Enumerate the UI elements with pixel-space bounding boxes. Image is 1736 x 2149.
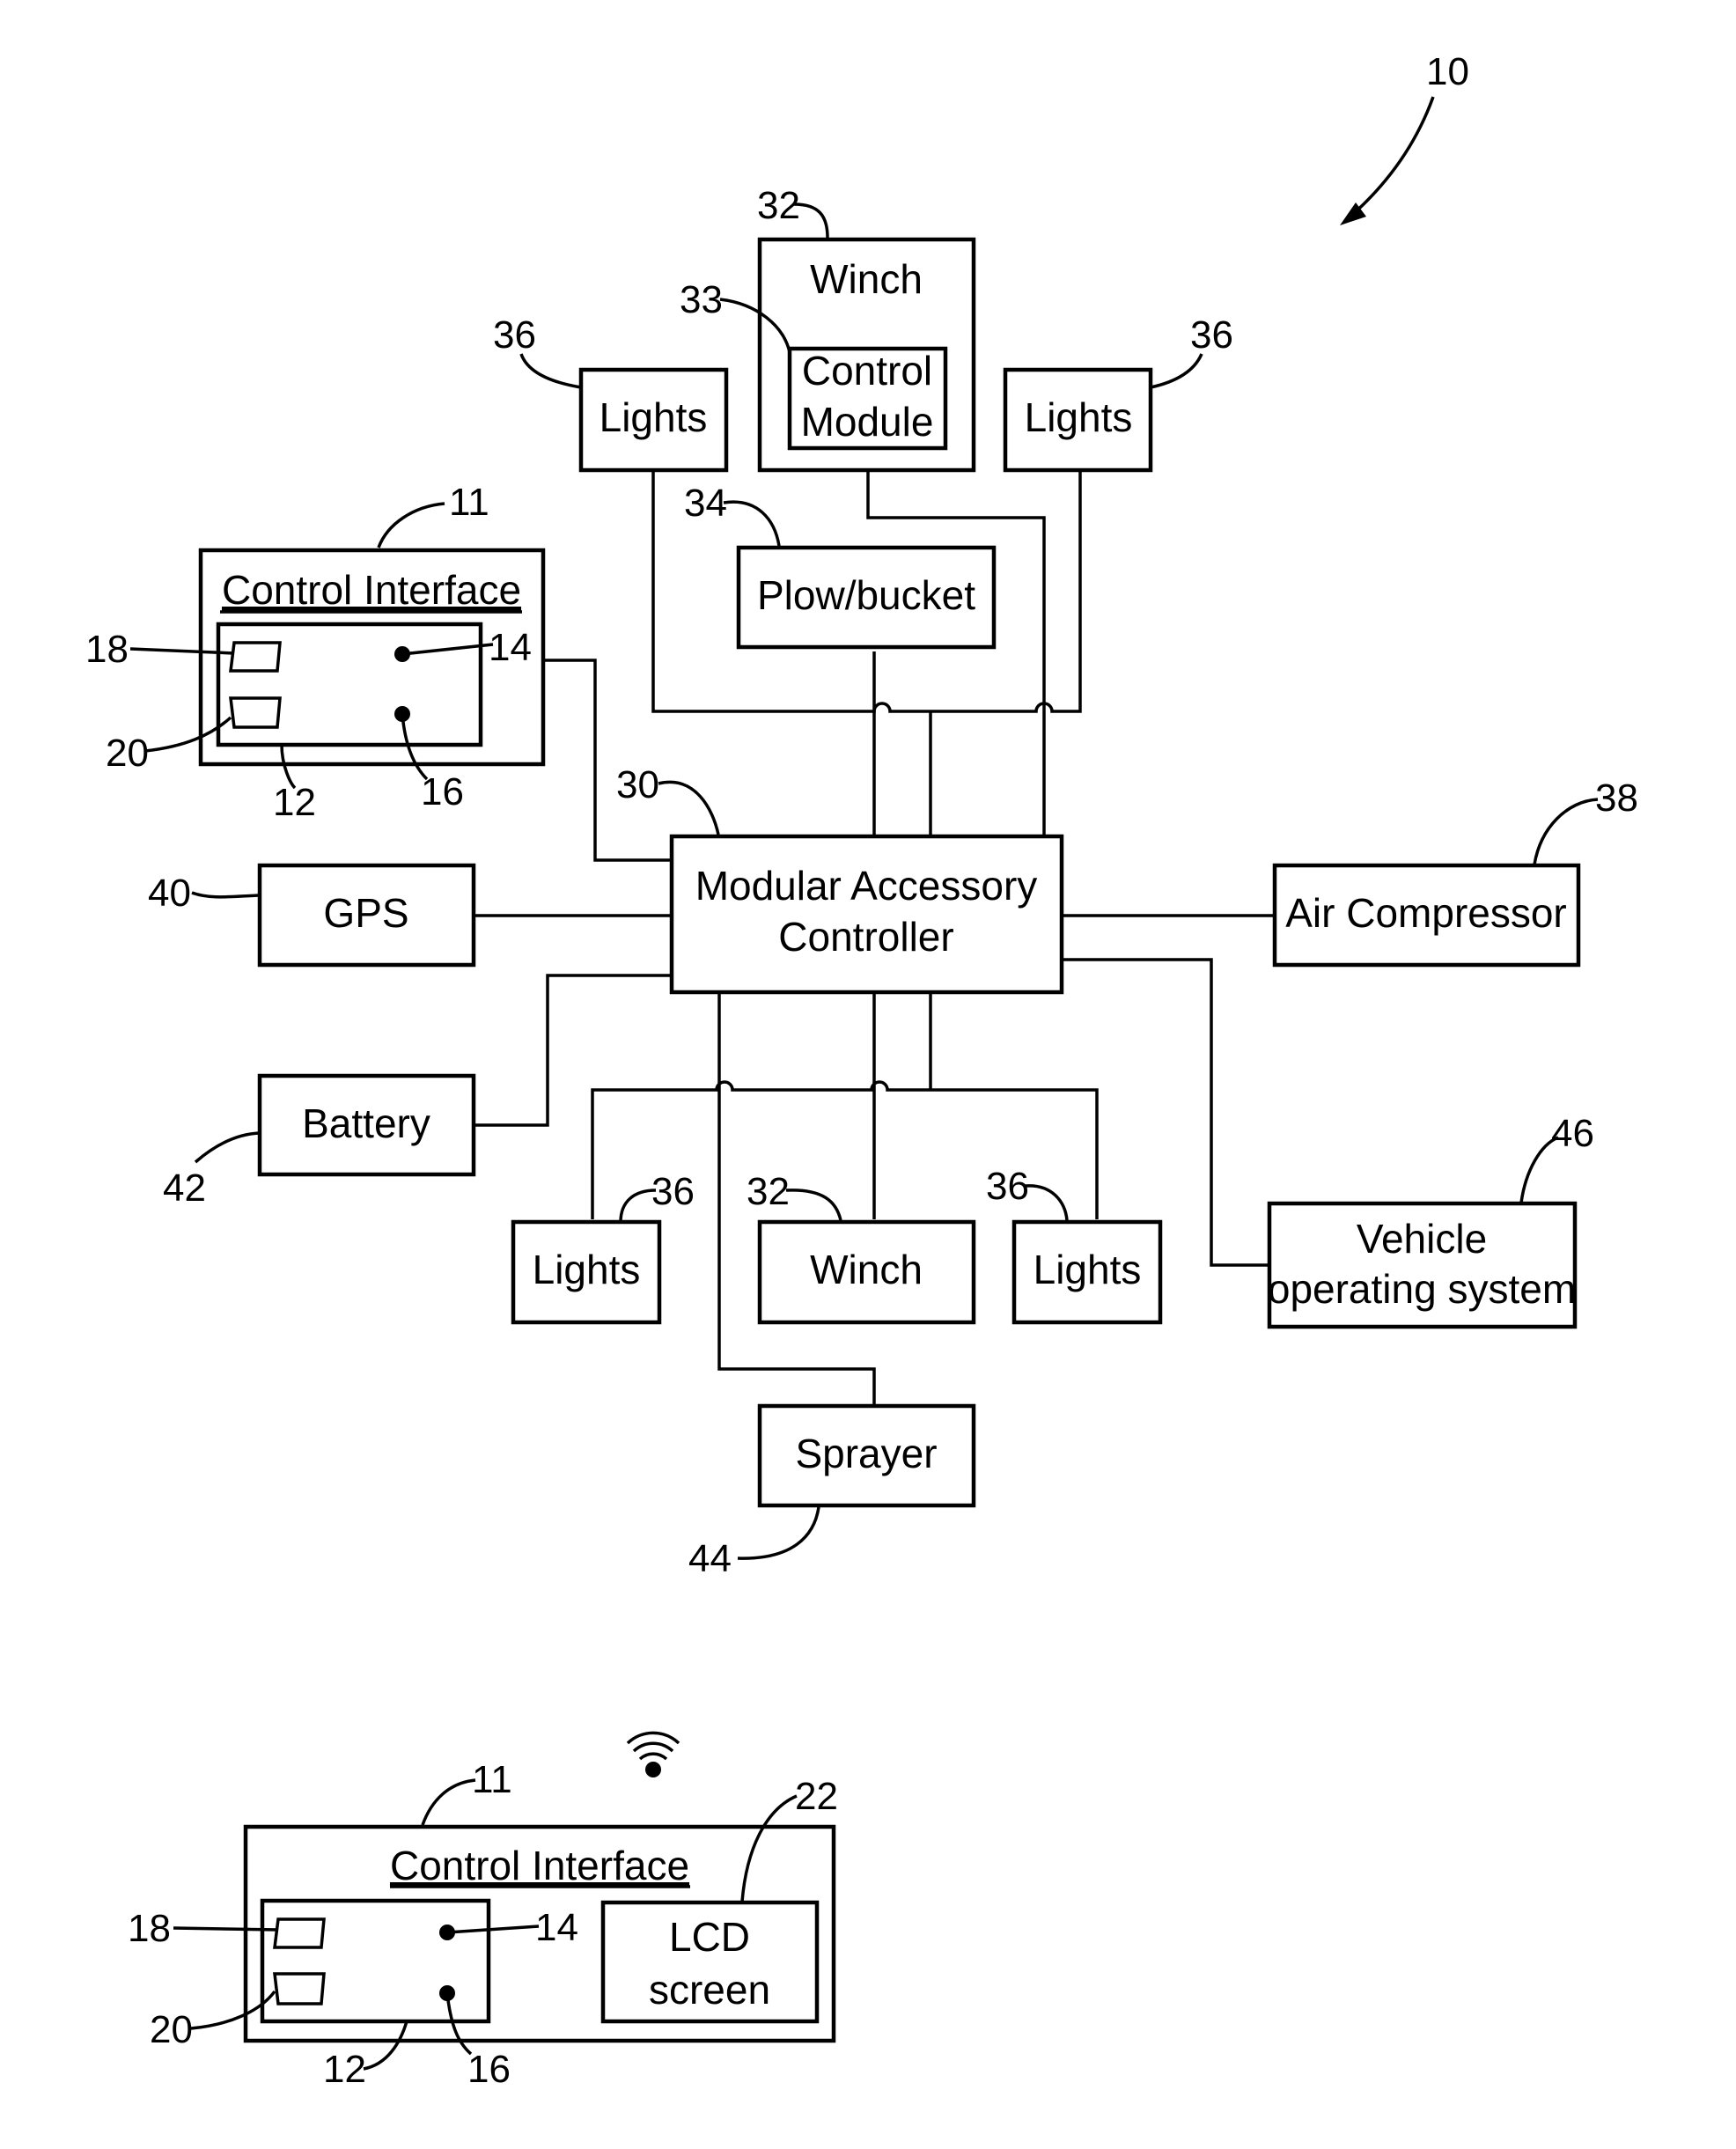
vehicle-operating-system-block: Vehicle operating system 46: [1268, 1112, 1594, 1327]
air-compressor-label: Air Compressor: [1285, 890, 1567, 936]
control-module-label-1: Control: [802, 348, 932, 394]
ref-11-top: 11: [449, 481, 489, 524]
vehicle-os-label-2: operating system: [1268, 1266, 1576, 1312]
ref-40: 40: [148, 872, 191, 915]
control-interface-top-label: Control Interface: [222, 567, 521, 613]
ref-14-top: 14: [489, 626, 532, 669]
ref-22: 22: [795, 1775, 838, 1818]
lights-bottom-left-label: Lights: [533, 1247, 641, 1292]
lights-top-left-block: Lights 36: [493, 313, 726, 470]
plow-bucket-label: Plow/bucket: [757, 572, 975, 618]
ref-14-bottom: 14: [535, 1906, 578, 1949]
control-interface-top-block: Control Interface 11 18 20 14 16 12: [85, 481, 543, 824]
ref-44: 44: [688, 1537, 732, 1580]
ref-32-bottom: 32: [747, 1170, 790, 1213]
button-20-bottom: [275, 1974, 324, 2004]
ref-10: 10: [1426, 50, 1469, 93]
arrow-icon: [1351, 97, 1433, 216]
controller-label-2: Controller: [778, 914, 953, 960]
ref-36-top-right: 36: [1190, 313, 1233, 357]
sprayer-label: Sprayer: [795, 1431, 937, 1476]
gps-block: GPS 40: [148, 865, 474, 965]
lights-top-left-label: Lights: [600, 394, 708, 440]
ref-16-top: 16: [421, 770, 464, 813]
lights-top-right-block: Lights 36: [1005, 313, 1233, 470]
control-module-label-2: Module: [801, 399, 934, 445]
sprayer-block: Sprayer 44: [688, 1406, 974, 1580]
button-20-top: [231, 698, 280, 727]
ref-36-bottom-right: 36: [986, 1165, 1029, 1208]
ref-46: 46: [1551, 1112, 1594, 1155]
ref-36-top-left: 36: [493, 313, 536, 357]
control-interface-bottom-block: Control Interface LCD screen 11 22 18 20…: [128, 1758, 838, 2091]
modular-accessory-controller-block: Modular Accessory Controller 30: [616, 763, 1062, 992]
lights-top-right-label: Lights: [1025, 394, 1133, 440]
ref-33: 33: [680, 278, 723, 321]
battery-label: Battery: [302, 1100, 430, 1146]
lights-bottom-right-label: Lights: [1034, 1247, 1142, 1292]
figure-reference: 10: [1340, 50, 1469, 225]
winch-bottom-label: Winch: [810, 1247, 923, 1292]
ref-30: 30: [616, 763, 659, 806]
controller-label-1: Modular Accessory: [695, 863, 1038, 909]
battery-block: Battery 42: [163, 1076, 474, 1210]
lcd-label-2: screen: [649, 1967, 770, 2013]
plow-bucket-block: Plow/bucket 34: [684, 482, 994, 647]
winch-bottom-block: Winch 32: [747, 1170, 974, 1322]
ref-42: 42: [163, 1166, 206, 1210]
winch-top-label: Winch: [810, 256, 923, 302]
ref-16-bottom: 16: [467, 2048, 511, 2091]
control-interface-bottom-label: Control Interface: [390, 1843, 689, 1888]
ref-32-top: 32: [757, 184, 800, 227]
ref-38: 38: [1595, 776, 1638, 820]
button-18-bottom: [275, 1919, 324, 1947]
ref-18-top: 18: [85, 628, 129, 671]
vehicle-os-label-1: Vehicle: [1357, 1216, 1487, 1262]
lights-bottom-left-block: Lights 36: [513, 1170, 695, 1322]
ref-12-bottom: 12: [323, 2048, 366, 2091]
ref-11-bottom: 11: [472, 1758, 512, 1801]
ref-20-bottom: 20: [150, 2008, 193, 2051]
gps-label: GPS: [323, 890, 408, 936]
ref-18-bottom: 18: [128, 1907, 171, 1950]
button-18-top: [231, 643, 280, 671]
ref-36-bottom-left: 36: [651, 1170, 695, 1213]
lcd-label-1: LCD: [669, 1914, 750, 1960]
lights-bottom-right-block: Lights 36: [986, 1165, 1160, 1322]
air-compressor-block: Air Compressor 38: [1275, 776, 1638, 965]
ref-20-top: 20: [106, 732, 149, 775]
ref-34: 34: [684, 482, 727, 525]
wifi-icon: [628, 1733, 679, 1777]
